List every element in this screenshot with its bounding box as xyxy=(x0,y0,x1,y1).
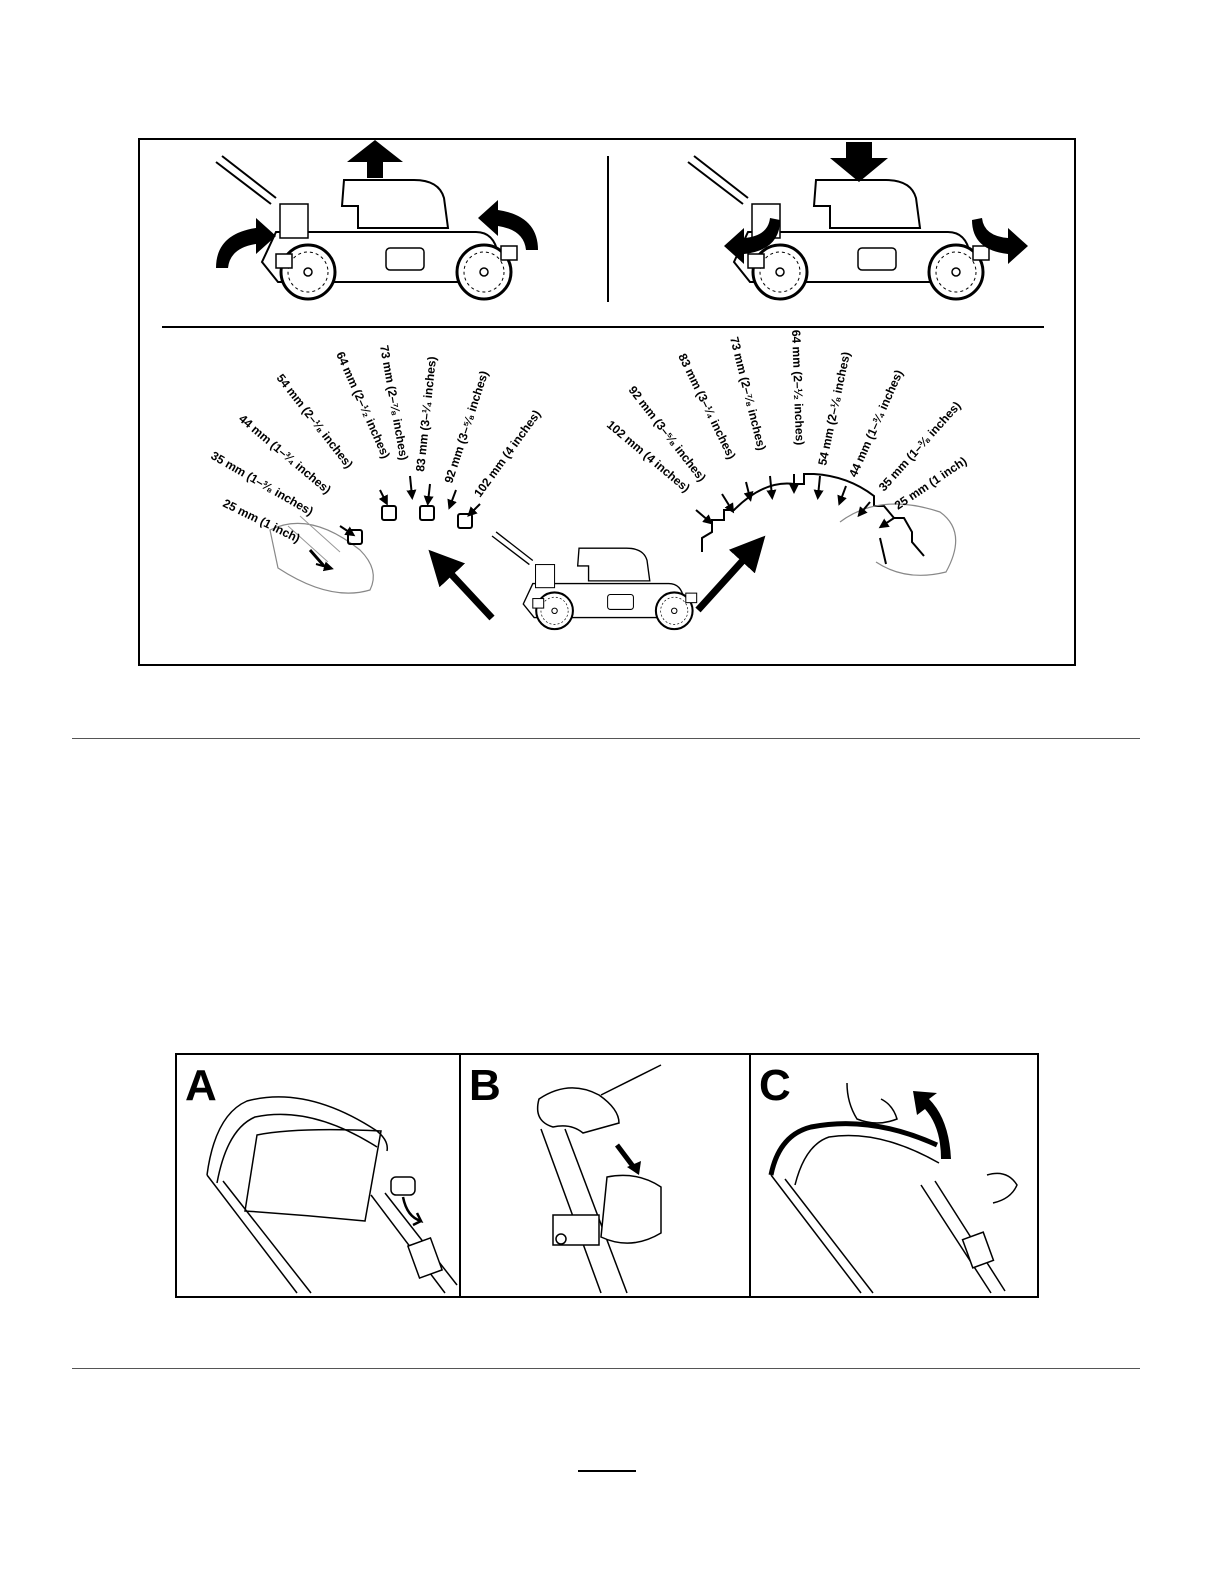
curved-arrow-right-rear xyxy=(724,218,780,264)
section-rule-top xyxy=(72,738,1140,739)
panel-c-letter: C xyxy=(759,1061,791,1110)
panel-c: C xyxy=(751,1055,1037,1296)
right-height-labels: 102 mm (4 inches) 92 mm (3–⁵⁄₈ inches) 8… xyxy=(604,330,969,513)
arrow-to-left-knob xyxy=(428,549,495,621)
mower-lower-illustration xyxy=(686,154,991,301)
raise-arrow-up xyxy=(347,140,403,178)
left-height-labels: 25 mm (1 inch) 35 mm (1–³⁄₈ inches) 44 m… xyxy=(209,344,544,545)
panel-a: A xyxy=(177,1055,461,1296)
right-height-label: 73 mm (2–⁷⁄₈ inches) xyxy=(727,335,769,452)
left-height-label: 102 mm (4 inches) xyxy=(471,407,543,499)
panel-b-letter: B xyxy=(469,1061,501,1110)
right-height-pointers xyxy=(695,474,895,529)
mower-bottom-illustration xyxy=(490,530,698,631)
left-height-label: 83 mm (3–¹⁄₄ inches) xyxy=(413,356,439,473)
left-height-knob xyxy=(269,515,374,594)
panel-a-illustration xyxy=(206,1096,458,1294)
arrow-to-right-knob xyxy=(695,535,766,613)
lower-arrow-down xyxy=(830,142,888,182)
right-height-label: 35 mm (1–³⁄₈ inches) xyxy=(876,399,964,494)
curved-arrow-left-rear xyxy=(216,218,276,268)
page-footer-line xyxy=(578,1470,636,1472)
panel-c-illustration xyxy=(768,1082,1018,1294)
left-height-pointers xyxy=(315,475,481,572)
right-height-label: 64 mm (2–¹⁄₂ inches) xyxy=(789,330,807,446)
curved-arrow-right-front xyxy=(972,218,1028,264)
section-rule-bottom xyxy=(72,1368,1140,1369)
panel-b-illustration xyxy=(536,1064,662,1294)
cutting-height-diagram: 25 mm (1 inch) 35 mm (1–³⁄₈ inches) 44 m… xyxy=(162,140,1044,631)
cutting-height-figure: 25 mm (1 inch) 35 mm (1–³⁄₈ inches) 44 m… xyxy=(138,138,1076,666)
panel-b: B xyxy=(461,1055,751,1296)
left-height-label: 92 mm (3–⁵⁄₈ inches) xyxy=(442,369,492,485)
right-height-label: 54 mm (2–¹⁄₈ inches) xyxy=(815,351,853,467)
curved-arrow-left-front xyxy=(478,200,538,250)
handle-assembly-figure: A B C xyxy=(175,1053,1039,1298)
panel-a-letter: A xyxy=(185,1061,217,1110)
